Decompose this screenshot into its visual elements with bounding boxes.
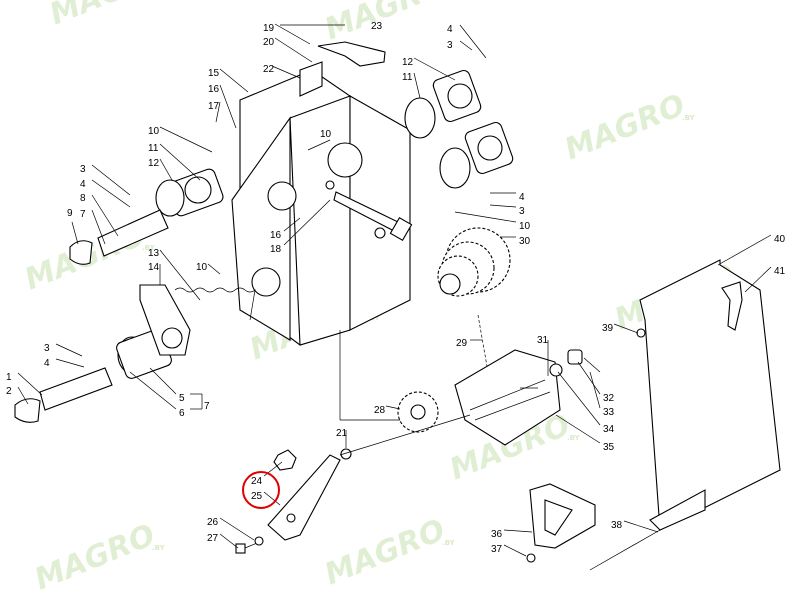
part-label-19: 19 xyxy=(263,23,275,34)
part-label-14: 14 xyxy=(148,262,160,273)
watermark-suffix: .BY xyxy=(152,544,166,552)
lever-spring xyxy=(139,284,256,356)
part-label-20: 20 xyxy=(263,37,275,48)
part-label-29: 29 xyxy=(456,338,468,349)
long-bolt xyxy=(333,191,413,242)
part-label-23: 23 xyxy=(371,21,383,32)
part-label-10: 10 xyxy=(196,262,208,273)
part-label-8: 8 xyxy=(80,193,86,204)
part-label-30: 30 xyxy=(519,236,531,247)
arm-knob xyxy=(267,448,352,541)
right-bearing-assembly xyxy=(404,69,514,189)
part-label-1: 1 xyxy=(6,372,12,383)
top-bracket xyxy=(280,24,386,97)
part-label-32: 32 xyxy=(603,393,615,404)
part-label-4: 4 xyxy=(519,192,525,203)
part-label-31: 31 xyxy=(537,335,549,346)
part-label-34: 34 xyxy=(603,424,615,435)
part-label-2: 2 xyxy=(6,386,12,397)
part-label-3: 3 xyxy=(44,343,50,354)
part-label-15: 15 xyxy=(208,68,220,79)
part-label-16: 16 xyxy=(208,84,220,95)
part-label-28: 28 xyxy=(374,405,386,416)
housing-plate xyxy=(231,69,411,346)
part-label-24: 24 xyxy=(251,476,263,487)
part-label-11: 11 xyxy=(148,143,159,154)
part-label-11: 11 xyxy=(402,72,413,83)
part-label-39: 39 xyxy=(602,323,614,334)
part-label-13: 13 xyxy=(148,248,160,259)
part-label-35: 35 xyxy=(603,442,615,453)
part-label-7: 7 xyxy=(80,209,86,220)
part-label-3: 3 xyxy=(447,40,453,51)
sprocket-cluster xyxy=(437,227,511,297)
part-label-12: 12 xyxy=(148,158,160,169)
cover-guard xyxy=(636,259,781,531)
part-label-25: 25 xyxy=(251,491,263,502)
part-label-4: 4 xyxy=(80,179,86,190)
watermark-suffix: .BY xyxy=(442,539,456,547)
part-label-33: 33 xyxy=(603,407,615,418)
tensioner-frame xyxy=(397,349,561,446)
watermark-suffix: .BY xyxy=(442,0,456,2)
chain xyxy=(477,314,489,373)
leader-lines xyxy=(17,23,772,557)
part-label-21: 21 xyxy=(336,428,348,439)
part-label-7: 7 xyxy=(204,401,210,412)
watermark-suffix: .BY xyxy=(682,114,696,122)
highlight-circle xyxy=(242,471,280,509)
part-label-41: 41 xyxy=(774,266,786,277)
part-label-26: 26 xyxy=(207,517,219,528)
part-label-9: 9 xyxy=(67,208,73,219)
watermark-brand: MAGRO xyxy=(320,0,450,47)
part-label-10: 10 xyxy=(148,126,160,137)
part-label-12: 12 xyxy=(402,57,414,68)
part-label-38: 38 xyxy=(611,520,623,531)
part-label-6: 6 xyxy=(179,408,185,419)
part-label-37: 37 xyxy=(491,544,503,555)
part-label-5: 5 xyxy=(179,393,185,404)
part-label-10: 10 xyxy=(320,129,332,140)
watermark-suffix: .BY xyxy=(567,434,581,442)
watermark-brand: MAGRO xyxy=(560,88,690,168)
watermark-brand: MAGRO xyxy=(45,0,175,32)
watermark-brand: MAGRO xyxy=(30,518,160,598)
watermark-brand: MAGRO xyxy=(320,513,450,593)
part-label-3: 3 xyxy=(80,164,86,175)
part-label-22: 22 xyxy=(263,64,275,75)
spacer-parts xyxy=(549,349,601,377)
watermark-suffix: .BY xyxy=(142,244,156,252)
part-label-16: 16 xyxy=(270,230,282,241)
small-bolt xyxy=(235,536,264,554)
bottom-plate xyxy=(526,483,661,571)
part-label-18: 18 xyxy=(270,244,282,255)
part-label-3: 3 xyxy=(519,206,525,217)
left-bearing-assembly xyxy=(14,168,224,423)
part-label-10: 10 xyxy=(519,221,531,232)
part-label-4: 4 xyxy=(44,358,50,369)
part-label-36: 36 xyxy=(491,529,503,540)
part-label-4: 4 xyxy=(447,24,453,35)
part-label-17: 17 xyxy=(208,101,220,112)
part-label-40: 40 xyxy=(774,234,786,245)
part-label-27: 27 xyxy=(207,533,219,544)
